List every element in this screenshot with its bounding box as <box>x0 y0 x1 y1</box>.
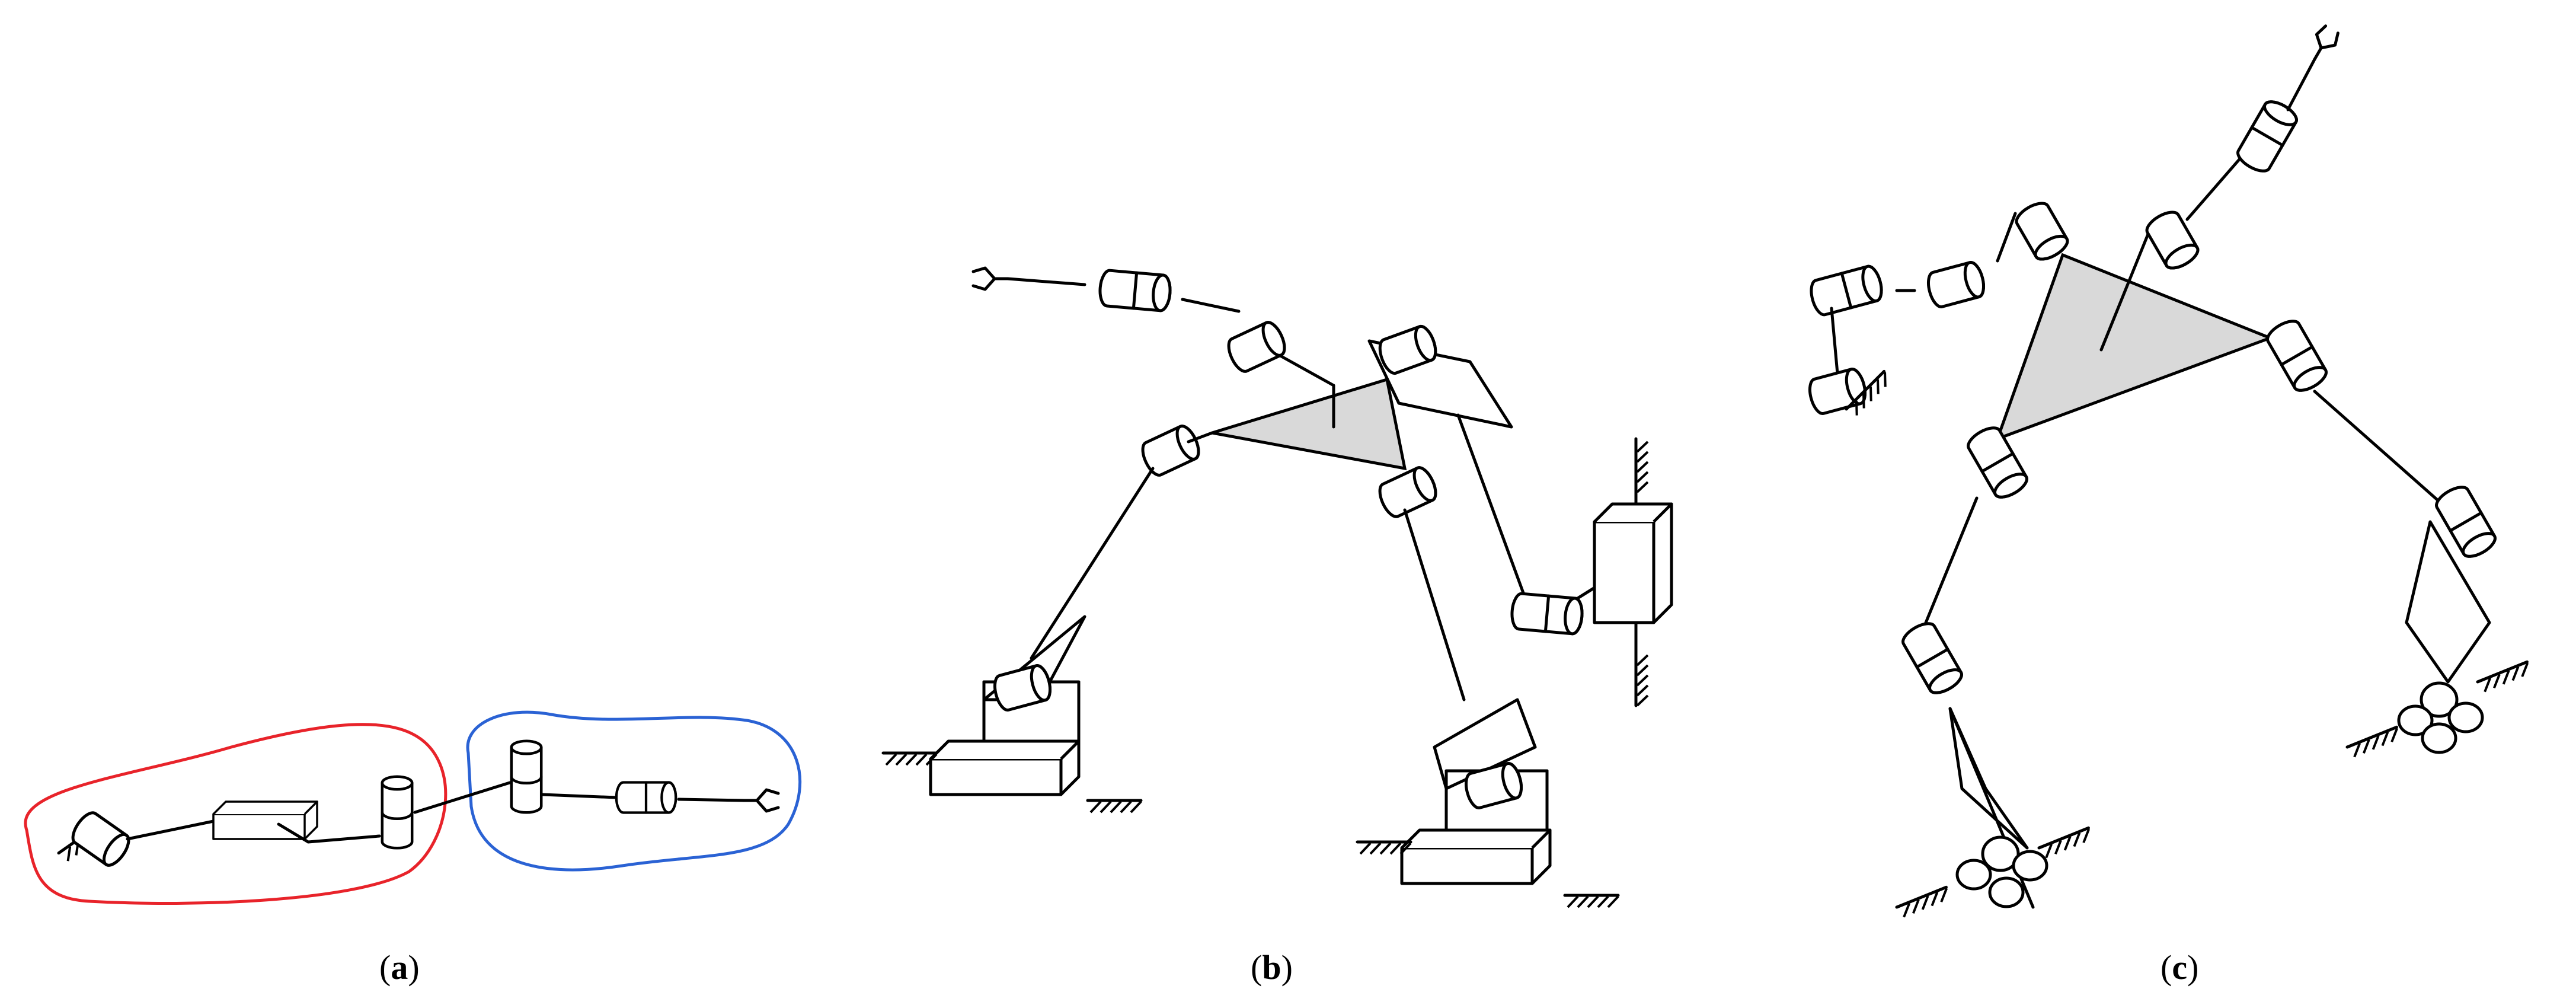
revolute-joint-icon <box>1955 835 2048 908</box>
revolute-joint-icon <box>1900 619 1965 697</box>
revolute-joint-icon <box>1225 319 1289 374</box>
caption-c: (c) <box>2160 948 2199 987</box>
revolute-joint-icon <box>1808 264 1885 317</box>
revolute-joint-icon <box>512 741 541 813</box>
revolute-joint-icon <box>1376 464 1440 519</box>
revolute-joint-icon <box>1807 367 1868 416</box>
gripper-icon <box>744 790 778 811</box>
prismatic-joint-icon <box>1402 830 1550 883</box>
revolute-joint-icon <box>2397 681 2484 754</box>
revolute-joint-icon <box>1965 423 2031 502</box>
revolute-joint-icon <box>1925 260 1987 309</box>
revolute-joint-icon <box>2235 97 2300 176</box>
revolute-joint-icon <box>1099 270 1172 311</box>
revolute-joint-icon <box>1511 593 1584 634</box>
blue-outline-group <box>466 710 801 872</box>
prismatic-joint-icon <box>931 741 1079 795</box>
revolute-joint-icon <box>1139 423 1203 478</box>
revolute-joint-icon <box>2143 208 2201 273</box>
revolute-joint-icon <box>68 809 133 869</box>
caption-a: (a) <box>379 948 420 987</box>
gripper-icon <box>2305 24 2341 65</box>
panel-c <box>1807 24 2532 918</box>
revolute-joint-icon <box>382 777 412 848</box>
panel-a <box>24 710 801 905</box>
moving-platform-icon <box>1995 253 2274 442</box>
revolute-joint-icon <box>2264 317 2330 395</box>
revolute-joint-icon <box>616 783 676 813</box>
caption-b: (b) <box>1251 948 1293 987</box>
revolute-joint-icon <box>992 664 1053 712</box>
prismatic-joint-icon <box>212 800 318 840</box>
red-outline-group <box>24 723 448 905</box>
moving-platform-icon <box>1212 377 1407 471</box>
panel-b <box>883 268 1673 907</box>
prismatic-joint-icon <box>1593 502 1673 624</box>
